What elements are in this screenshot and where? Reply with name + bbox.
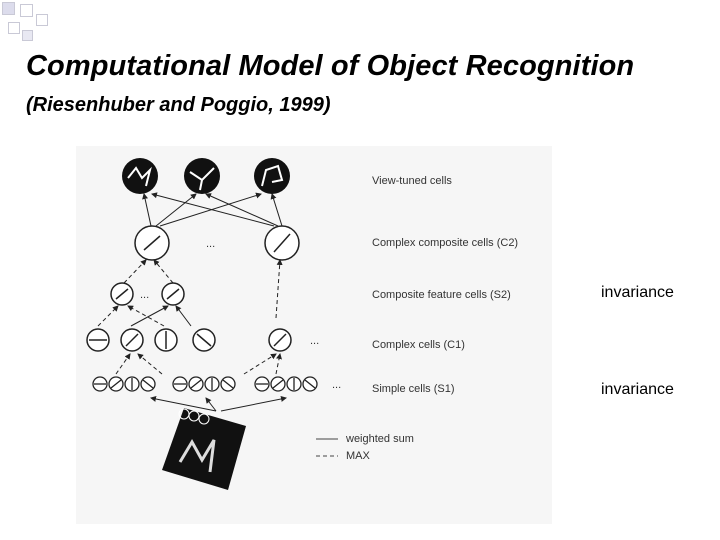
- slide-title: Computational Model of Object Recognitio…: [26, 50, 635, 82]
- connections-weighted: [130, 305, 287, 412]
- label-c2: Complex composite cells (C2): [372, 237, 518, 249]
- legend: weighted sum MAX: [316, 433, 414, 462]
- view-tuned-cells: [122, 158, 290, 194]
- label-c1: Complex cells (C1): [372, 339, 465, 351]
- corner-decoration: [0, 0, 60, 45]
- c1-ellipsis: ...: [310, 335, 319, 347]
- label-s2: Composite feature cells (S2): [372, 289, 511, 301]
- invariance-label-lower: invariance: [601, 381, 674, 398]
- invariance-label-upper: invariance: [601, 284, 674, 301]
- legend-max: MAX: [346, 450, 371, 462]
- s2-cells: [110, 282, 185, 306]
- c2-ellipsis: ...: [206, 238, 215, 250]
- c1-cells: [86, 328, 292, 352]
- legend-weighted-sum: weighted sum: [345, 433, 414, 445]
- s2-ellipsis: ...: [140, 289, 149, 301]
- stimulus-image: [162, 408, 246, 490]
- connections-view-tuned: [142, 192, 283, 227]
- connections-max: [97, 259, 283, 375]
- s1-ellipsis: ...: [332, 379, 341, 391]
- c2-cells: [134, 225, 300, 261]
- s1-cells: [92, 376, 318, 392]
- slide-subtitle: (Riesenhuber and Poggio, 1999): [26, 94, 331, 116]
- label-view-tuned: View-tuned cells: [372, 175, 452, 187]
- model-figure: ... ... ...: [76, 146, 552, 524]
- model-diagram: ... ... ...: [86, 158, 518, 490]
- label-s1: Simple cells (S1): [372, 383, 455, 395]
